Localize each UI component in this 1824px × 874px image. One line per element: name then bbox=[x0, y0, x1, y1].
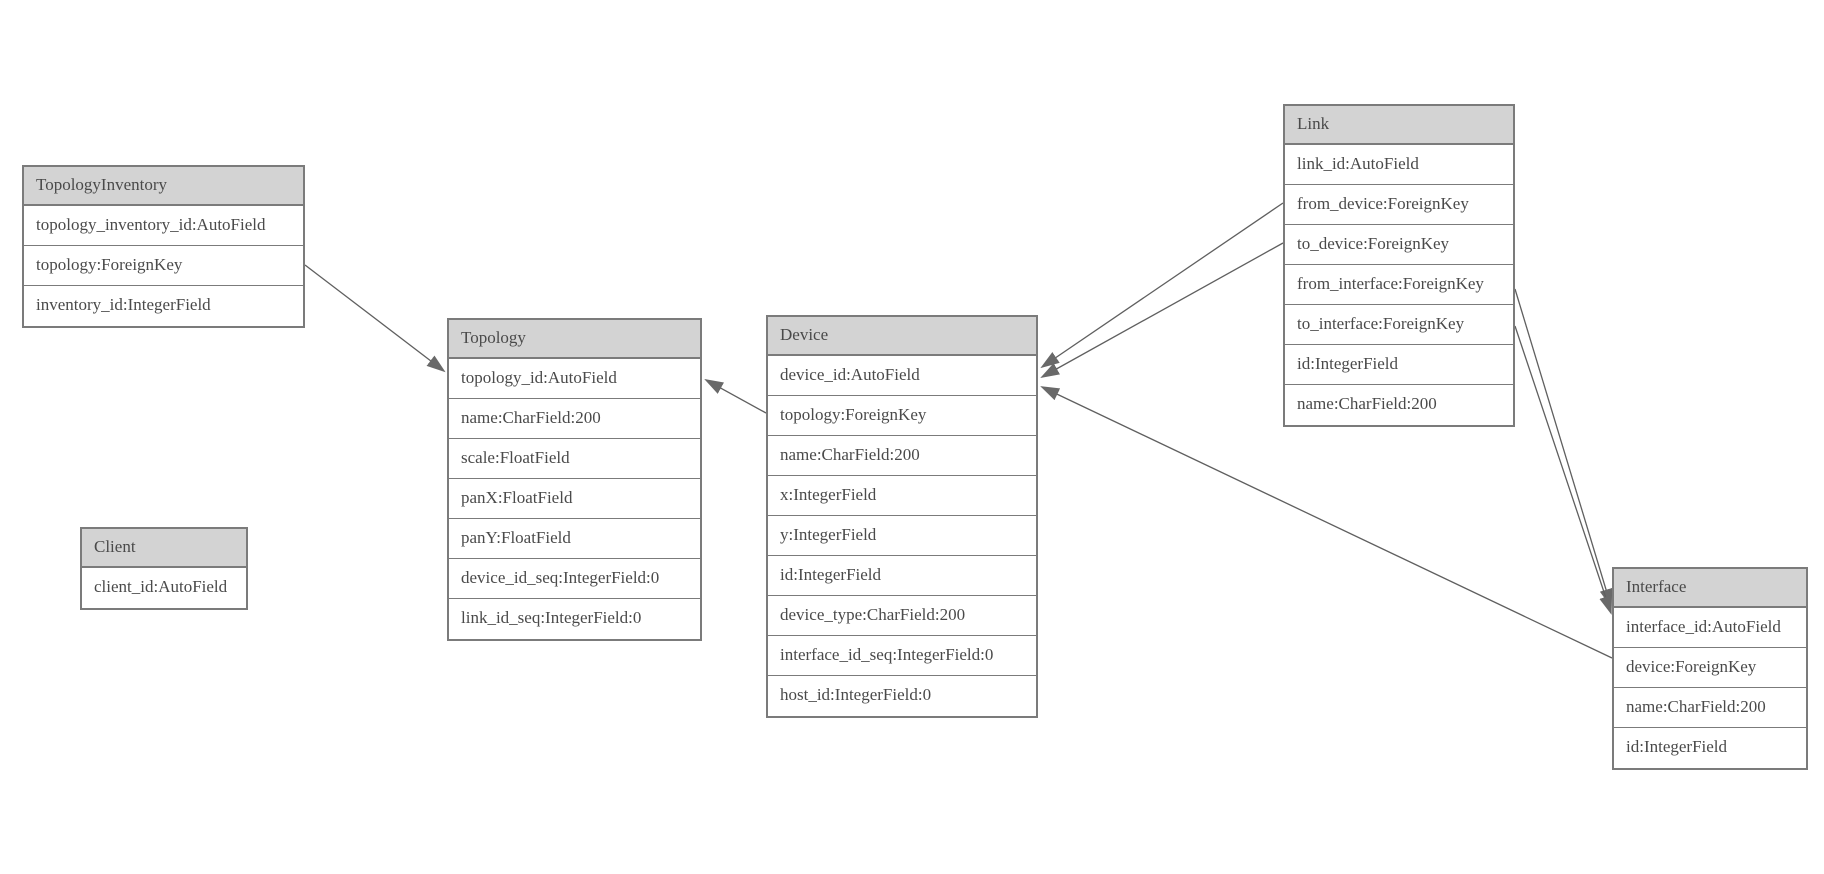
entity-title: TopologyInventory bbox=[24, 167, 303, 206]
field-row: panX:FloatField bbox=[449, 479, 700, 519]
edge-device-topology-to-topology bbox=[704, 379, 767, 414]
edge-link-to_device-to-device bbox=[1040, 242, 1284, 378]
field-row: device:ForeignKey bbox=[1614, 648, 1806, 688]
field-row: inventory_id:IntegerField bbox=[36, 295, 211, 314]
field-row: y:IntegerField bbox=[768, 516, 1036, 556]
entity-title: Client bbox=[82, 529, 246, 568]
edge-link-from_interface-to-interface bbox=[1514, 288, 1613, 608]
field-row: x:IntegerField bbox=[768, 476, 1036, 516]
field-row: device_id_seq:IntegerField:0 bbox=[449, 559, 700, 599]
field-row: id:IntegerField bbox=[768, 556, 1036, 596]
field-row: host_id:IntegerField:0 bbox=[780, 685, 932, 704]
field-row: name:CharField:200 bbox=[1297, 394, 1437, 413]
field-row: from_interface:ForeignKey bbox=[1285, 265, 1513, 305]
field-row: id:IntegerField bbox=[1626, 737, 1728, 756]
edge-link-to_interface-to-interface bbox=[1514, 325, 1612, 615]
field-row: interface_id:AutoField bbox=[1614, 608, 1806, 648]
entity-title: Link bbox=[1285, 106, 1513, 145]
field-row: topology:ForeignKey bbox=[24, 246, 303, 286]
field-row: link_id_seq:IntegerField:0 bbox=[461, 608, 642, 627]
field-row: to_device:ForeignKey bbox=[1285, 225, 1513, 265]
field-row: topology_id:AutoField bbox=[449, 359, 700, 399]
field-row: panY:FloatField bbox=[449, 519, 700, 559]
field-row: client_id:AutoField bbox=[94, 577, 228, 596]
field-row: from_device:ForeignKey bbox=[1285, 185, 1513, 225]
entity-fields: client_id:AutoField bbox=[82, 568, 246, 608]
entity-client: Client client_id:AutoField bbox=[80, 527, 248, 610]
field-row: topology:ForeignKey bbox=[768, 396, 1036, 436]
edge-interface-device-to-device bbox=[1040, 386, 1613, 659]
entity-topologyinventory: TopologyInventory topology_inventory_id:… bbox=[22, 165, 305, 328]
entity-title: Topology bbox=[449, 320, 700, 359]
entity-title: Device bbox=[768, 317, 1036, 356]
field-row: device_type:CharField:200 bbox=[768, 596, 1036, 636]
field-row: to_interface:ForeignKey bbox=[1285, 305, 1513, 345]
field-row: topology_inventory_id:AutoField bbox=[24, 206, 303, 246]
entity-title: Interface bbox=[1614, 569, 1806, 608]
field-row: device_id:AutoField bbox=[768, 356, 1036, 396]
field-row: name:CharField:200 bbox=[768, 436, 1036, 476]
field-row: interface_id_seq:IntegerField:0 bbox=[768, 636, 1036, 676]
field-row: link_id:AutoField bbox=[1285, 145, 1513, 185]
field-row: name:CharField:200 bbox=[1614, 688, 1806, 728]
field-row: id:IntegerField bbox=[1285, 345, 1513, 385]
field-row: scale:FloatField bbox=[449, 439, 700, 479]
field-row: name:CharField:200 bbox=[449, 399, 700, 439]
edge-link-from_device-to-device bbox=[1040, 202, 1284, 369]
edge-topologyinventory-topology-to-topology bbox=[304, 264, 446, 373]
